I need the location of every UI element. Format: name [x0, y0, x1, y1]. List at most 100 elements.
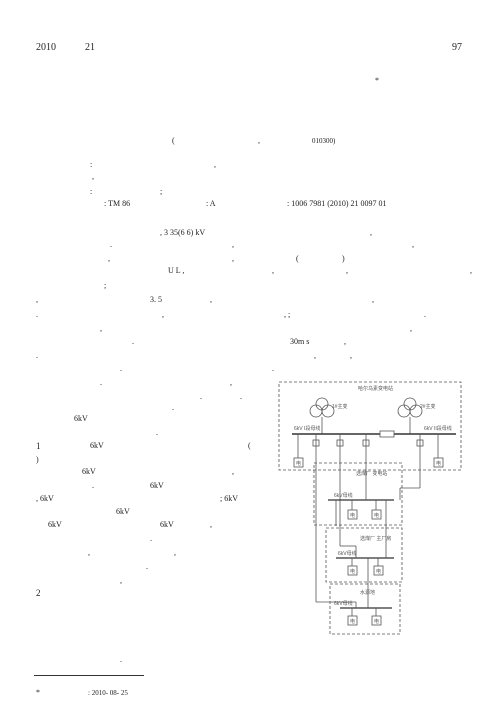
transformer-2-winding-a	[403, 397, 417, 411]
feeder-label: 电	[350, 512, 355, 519]
section-1-number: 1	[36, 441, 41, 451]
body-punct: ,	[372, 295, 374, 304]
body-punct: ,	[108, 254, 110, 263]
body-punct: .	[110, 240, 112, 249]
body-punct: .	[120, 364, 122, 373]
body-paren-open: (	[296, 254, 299, 263]
section-1-kv: 6kV	[82, 467, 96, 476]
body-punct: ,	[230, 378, 232, 387]
coal-prep-main-building-box	[325, 527, 403, 583]
transformer-2-label: 2#主变	[420, 403, 436, 410]
transformer-1-label: 1#主变	[332, 403, 348, 410]
section-1-kv: 6kV	[116, 507, 130, 516]
body-punct: , ;	[284, 310, 291, 319]
header-year: 2010	[36, 42, 56, 53]
section-1-paren-open: (	[248, 441, 251, 450]
bus-i-label: 6kV I段母线	[294, 425, 320, 432]
main-building-title: 选煤厂 主厂房	[360, 535, 391, 542]
body-punct: ,	[36, 295, 38, 304]
water-source-bus: 6kV母线	[334, 600, 353, 607]
section-1-kv: 6kV	[90, 441, 104, 450]
coal-prep-substation-bus: 6kV母线	[334, 492, 353, 499]
section-2-number: 2	[36, 588, 41, 598]
body-punct: .	[132, 337, 134, 346]
body-punct: .	[240, 392, 242, 401]
body-kv-value: 6kV	[74, 414, 88, 423]
article-number: : 1006 7981 (2010) 21 0097 01	[287, 199, 387, 208]
feeder-label: 电	[350, 568, 355, 575]
feeder-box	[293, 457, 304, 468]
section-1-punct: .	[150, 534, 152, 543]
body-punct: ,	[314, 351, 316, 360]
body-punct: ,	[162, 310, 164, 319]
body-punct: ,	[232, 240, 234, 249]
abstract-comma: ,	[214, 160, 216, 169]
substation-label: 哈尔乌素变电站	[358, 385, 393, 392]
feeder-label: 电	[436, 460, 441, 467]
feeder-label: 电	[376, 568, 381, 575]
footnote-date: : 2010- 08- 25	[88, 689, 128, 697]
section-1-punct: ,	[88, 548, 90, 557]
body-punct: ,	[210, 295, 212, 304]
body-time-value: 30m s	[290, 337, 310, 346]
body-punct: ,	[410, 324, 412, 333]
section-1-punct: ,	[232, 467, 234, 476]
transformer-1-winding-c	[309, 404, 323, 418]
body-punct: ,	[232, 254, 234, 263]
feeder-label: 电	[374, 512, 379, 519]
power-distribution-diagram: 哈尔乌素变电站 1#主变 2#主变 6kV I段母线 6kV II段母线 选煤厂…	[278, 381, 462, 635]
body-punct: ,	[346, 266, 348, 275]
body-punct: .	[272, 364, 274, 373]
bus-ii-label: 6kV II段母线	[424, 425, 452, 432]
body-punct: .	[36, 310, 38, 319]
section-1-paren-close: )	[36, 455, 39, 464]
section-1-kv: ; 6kV	[220, 494, 238, 503]
body-punct: ,	[470, 266, 472, 275]
body-punct: .	[424, 310, 426, 319]
section-1-kv: 6kV	[160, 520, 174, 529]
main-building-bus: 6kV母线	[338, 550, 357, 557]
body-punct: .	[36, 351, 38, 360]
body-value: 3. 5	[150, 295, 162, 304]
body-paren-close: )	[342, 254, 345, 263]
water-source-title: 水源地	[360, 589, 375, 596]
body-punct: ,	[272, 266, 274, 275]
bus-tie-breaker	[379, 430, 395, 438]
keywords-semicolon: ;	[160, 187, 163, 196]
body-punct: .	[100, 378, 102, 387]
keywords-colon: :	[90, 187, 93, 196]
header-page-number: 97	[452, 42, 462, 53]
header-issue: 21	[85, 42, 95, 53]
section-1-punct: .	[92, 481, 94, 490]
abstract-colon: :	[90, 160, 93, 169]
section-1-punct: ,	[120, 576, 122, 585]
classification-number: : TM 86	[104, 199, 131, 208]
body-punct: ,	[412, 240, 414, 249]
section-1-punct: ,	[174, 548, 176, 557]
section-1-punct: ,	[210, 520, 212, 529]
substation-boundary	[278, 381, 462, 471]
body-punct: ,	[370, 228, 372, 237]
affiliation-postcode: 010300)	[312, 137, 336, 145]
body-punct: ;	[104, 281, 107, 290]
body-punct: .	[200, 392, 202, 401]
body-voltage-range: , 3 35(6 6) kV	[160, 228, 206, 237]
body-punct: ,	[100, 324, 102, 333]
feeder-box	[433, 457, 444, 468]
section-1-kv: , 6kV	[36, 494, 54, 503]
footnote-lead: .	[120, 655, 122, 664]
footnote-mark: *	[36, 688, 40, 697]
footnote-rule	[34, 675, 144, 676]
body-punct: .	[156, 428, 158, 437]
body-ul-mark: U L ,	[168, 266, 185, 275]
title-footnote-mark: *	[375, 76, 379, 85]
section-1-kv: 6kV	[150, 481, 164, 490]
feeder-label: 电	[296, 460, 301, 467]
document-code: : A	[206, 199, 216, 208]
body-punct: ,	[350, 351, 352, 360]
coal-prep-substation-title: 选煤厂 变电站	[356, 470, 387, 477]
transformer-1-winding-a	[315, 397, 329, 411]
feeder-label: 电	[350, 618, 355, 625]
affiliation-paren: (	[172, 136, 175, 145]
affiliation-comma: ,	[258, 136, 260, 145]
